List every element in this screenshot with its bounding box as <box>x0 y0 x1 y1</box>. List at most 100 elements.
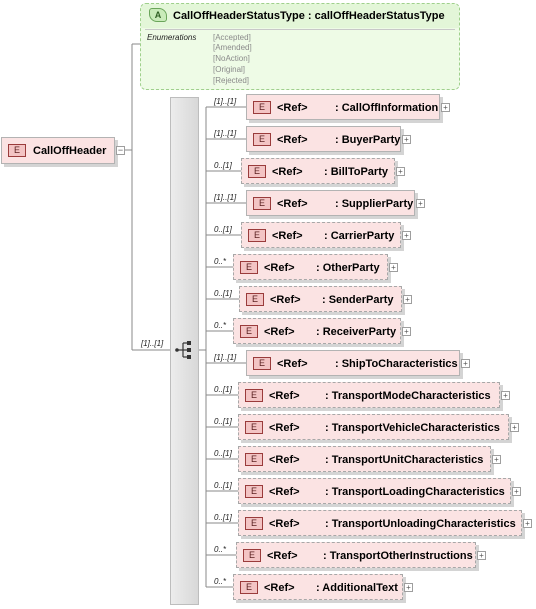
root-element-box[interactable]: E CallOffHeader <box>1 137 115 164</box>
ref-label: <Ref> <box>272 230 303 242</box>
element-badge: E <box>245 389 263 402</box>
element-badge: E <box>248 229 266 242</box>
enum-value: [Rejected] <box>213 76 250 85</box>
element-name: : OtherParty <box>316 262 380 274</box>
ref-label: <Ref> <box>269 422 300 434</box>
expand-icon[interactable]: + <box>404 583 413 592</box>
expand-icon[interactable]: + <box>389 263 398 272</box>
collapse-icon[interactable]: − <box>116 145 125 155</box>
cardinality-label: 0..* <box>214 321 227 330</box>
ref-label: <Ref> <box>269 390 300 402</box>
cardinality-label: 0..[1] <box>214 513 232 522</box>
cardinality-label: 0..* <box>214 257 227 266</box>
attribute-header <box>141 4 459 28</box>
ref-label: <Ref> <box>264 262 295 274</box>
expand-icon[interactable]: + <box>403 295 412 304</box>
element-name: : BillToParty <box>324 166 388 178</box>
element-badge: E <box>245 517 263 530</box>
child-element-box[interactable]: E<Ref>: SupplierParty <box>246 190 415 216</box>
child-element-box[interactable]: E<Ref>: TransportUnitCharacteristics <box>238 446 491 472</box>
child-element-box[interactable]: E<Ref>: TransportLoadingCharacteristics <box>238 478 511 504</box>
ref-label: <Ref> <box>267 550 298 562</box>
enum-value: [Amended] <box>213 43 252 52</box>
expand-icon[interactable]: + <box>492 455 501 464</box>
expand-icon[interactable]: + <box>461 359 470 368</box>
child-element-box[interactable]: E <Ref> : ReceiverParty <box>233 318 401 344</box>
attribute-title: CallOffHeaderStatusType : callOffHeaderS… <box>173 10 445 22</box>
attribute-box[interactable]: A CallOffHeaderStatusType : callOffHeade… <box>140 3 460 90</box>
child-element-box[interactable]: E<Ref>: BuyerParty <box>246 126 401 152</box>
child-element-box[interactable]: E<Ref>: CallOffInformation <box>246 94 440 120</box>
cardinality-label: 0..[1] <box>214 289 232 298</box>
ref-label: <Ref> <box>272 166 303 178</box>
element-badge: E <box>240 325 258 338</box>
expand-icon[interactable]: + <box>441 103 450 112</box>
cardinality-label: 0..[1] <box>214 385 232 394</box>
element-name: : CallOffInformation <box>335 102 439 114</box>
cardinality-label: [1]..[1] <box>214 353 237 362</box>
element-name: : TransportOtherInstructions <box>323 550 473 562</box>
element-name: : TransportUnitCharacteristics <box>325 454 484 466</box>
expand-icon[interactable]: + <box>416 199 425 208</box>
element-name: : TransportLoadingCharacteristics <box>325 486 505 498</box>
cardinality-label: [1]..[1] <box>214 129 237 138</box>
expand-icon[interactable]: + <box>510 423 519 432</box>
enumerations-label: Enumerations <box>147 33 197 42</box>
child-element-box[interactable]: E <Ref> : BillToParty <box>241 158 395 184</box>
cardinality-label: [1]..[1] <box>214 193 237 202</box>
expand-icon[interactable]: + <box>512 487 521 496</box>
element-name: : AdditionalText <box>316 582 398 594</box>
element-badge: E <box>240 581 258 594</box>
expand-icon[interactable]: + <box>477 551 486 560</box>
expand-icon[interactable]: + <box>396 167 405 176</box>
ref-label: <Ref> <box>269 486 300 498</box>
element-name: : SupplierParty <box>335 198 414 210</box>
ref-label: <Ref> <box>270 294 301 306</box>
ref-label: <Ref> <box>269 518 300 530</box>
element-name: : ShipToCharacteristics <box>335 358 458 370</box>
enum-value: [Accepted] <box>213 33 251 42</box>
child-element-box[interactable]: E <Ref> : OtherParty <box>233 254 388 280</box>
element-badge: E <box>240 261 258 274</box>
cardinality-label: 0..[1] <box>214 449 232 458</box>
cardinality-label: [1]..[1] <box>214 97 237 106</box>
expand-icon[interactable]: + <box>402 135 411 144</box>
ref-label: <Ref> <box>277 358 308 370</box>
child-element-box[interactable]: E <Ref> : ShipToCharacteristics <box>246 350 460 376</box>
expand-icon[interactable]: + <box>402 327 411 336</box>
child-element-box[interactable]: E <Ref> : TransportOtherInstructions <box>236 542 476 568</box>
child-element-box[interactable]: E<Ref>: TransportUnloadingCharacteristic… <box>238 510 522 536</box>
expand-icon[interactable]: + <box>402 231 411 240</box>
ref-label: <Ref> <box>264 326 295 338</box>
element-badge: E <box>246 293 264 306</box>
child-element-box[interactable]: E<Ref>: CarrierParty <box>241 222 401 248</box>
child-element-box[interactable]: E <Ref> : TransportModeCharacteristics <box>238 382 500 408</box>
expand-icon[interactable]: + <box>501 391 510 400</box>
sequence-cardinality: [1]..[1] <box>141 339 164 348</box>
element-badge: E <box>243 549 261 562</box>
element-badge: E <box>8 144 26 157</box>
element-badge: E <box>245 421 263 434</box>
ref-label: <Ref> <box>264 582 295 594</box>
element-name: : TransportModeCharacteristics <box>325 390 491 402</box>
attribute-divider <box>145 29 455 30</box>
expand-icon[interactable]: + <box>523 519 532 528</box>
cardinality-label: 0..[1] <box>214 225 232 234</box>
element-badge: E <box>253 357 271 370</box>
child-element-box[interactable]: E <Ref> : TransportVehicleCharacteristics <box>238 414 509 440</box>
cardinality-label: 0..[1] <box>214 417 232 426</box>
element-name: : ReceiverParty <box>316 326 397 338</box>
element-name: : BuyerParty <box>335 134 401 146</box>
cardinality-label: 0..[1] <box>214 481 232 490</box>
sequence-bar <box>170 97 199 605</box>
child-element-box[interactable]: E <Ref> : SenderParty <box>239 286 402 312</box>
child-element-box[interactable]: E <Ref> : AdditionalText <box>233 574 403 600</box>
element-name: : SenderParty <box>322 294 394 306</box>
element-name: : TransportVehicleCharacteristics <box>325 422 500 434</box>
element-badge: E <box>253 197 271 210</box>
sequence-icon[interactable] <box>175 340 195 360</box>
ref-label: <Ref> <box>277 102 308 114</box>
element-badge: E <box>248 165 266 178</box>
cardinality-label: 0..[1] <box>214 161 232 170</box>
